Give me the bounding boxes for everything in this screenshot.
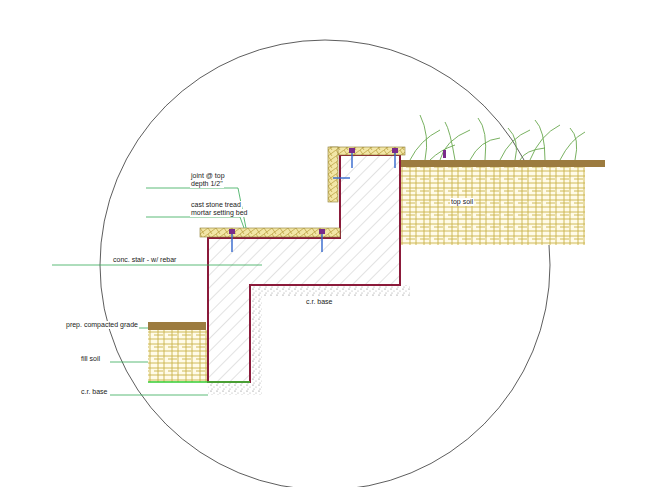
callout-label: c.r. base	[305, 298, 333, 306]
callout-label: fill soil	[80, 355, 101, 363]
grade-line	[148, 322, 206, 330]
grade-line	[400, 160, 605, 167]
leader-lines	[52, 188, 262, 395]
grass	[410, 115, 585, 160]
stone-tread	[330, 147, 405, 155]
callout-label: conc. stair - w/ rebar	[112, 256, 177, 264]
soil-hatch	[148, 330, 208, 382]
anchor-heads	[229, 148, 446, 234]
soil-hatch	[400, 167, 585, 245]
callout-label: c.r. base	[80, 388, 108, 396]
callout-label: joint @ top	[190, 172, 226, 180]
stone-riser	[328, 147, 338, 202]
stone-tread	[200, 228, 340, 237]
grade-line	[148, 381, 250, 383]
callout-label: prep. compacted grade	[65, 321, 139, 329]
detail-circle	[100, 40, 550, 487]
callout-label: depth 1/2"	[190, 180, 224, 188]
callout-label: cast stone tread	[190, 201, 242, 209]
callout-label: mortar setting bed	[190, 209, 248, 217]
concrete-stair	[208, 155, 400, 382]
callout-label: top soil	[450, 198, 474, 206]
anchor-pins	[232, 150, 395, 252]
